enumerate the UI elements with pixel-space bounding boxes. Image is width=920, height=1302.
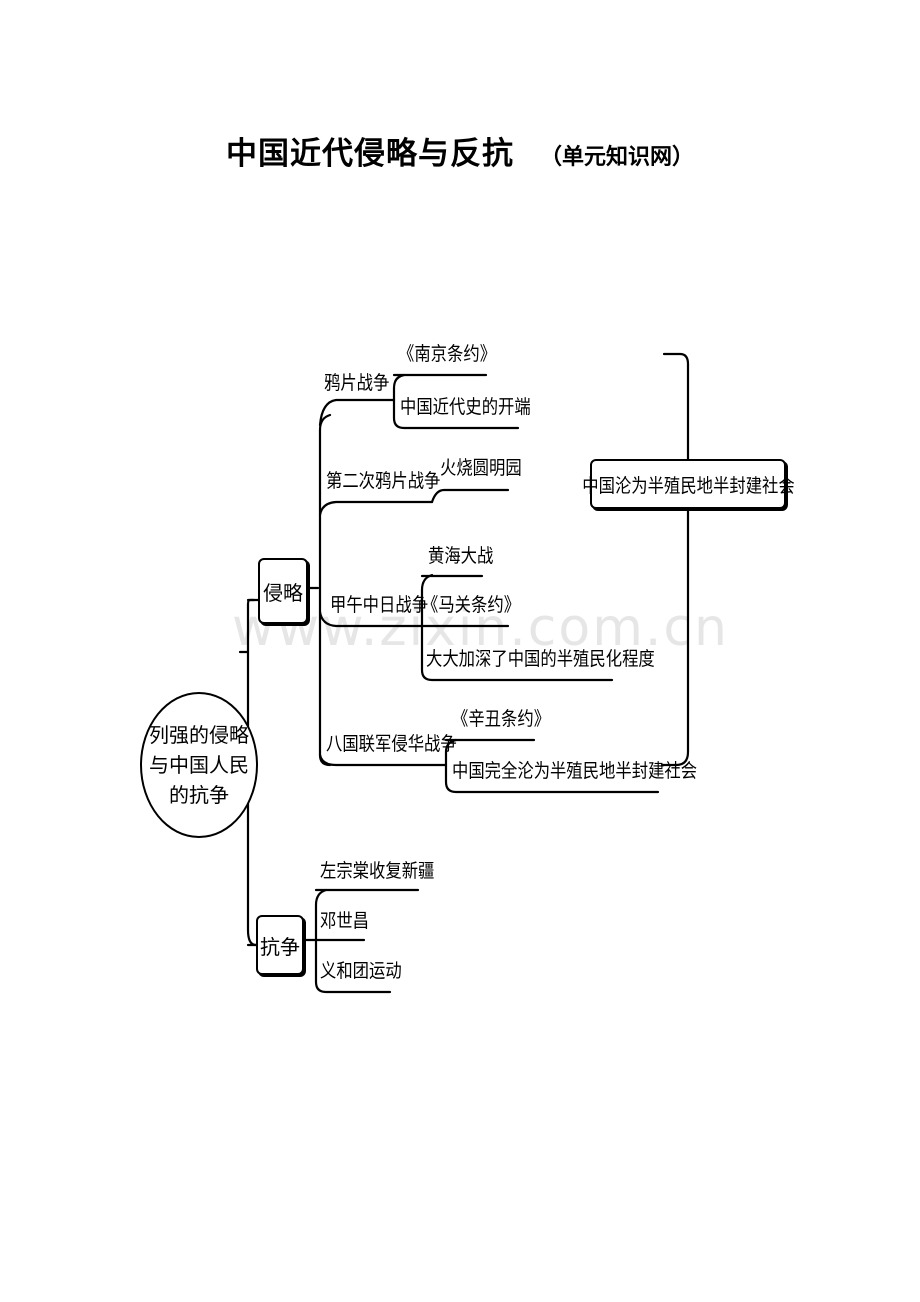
resist-item-1: 邓世昌 — [320, 910, 370, 932]
link-sino-japanese — [318, 610, 420, 628]
conclusion-label: 中国沦为半殖民地半封建社会 — [581, 474, 795, 497]
sino-item-2: 大大加深了中国的半殖民化程度 — [426, 648, 655, 670]
opium-item-significance: 中国近代史的开端 — [400, 396, 531, 418]
resistance-node: 抗争 — [256, 915, 304, 975]
resist-item-2: 义和团运动 — [320, 960, 402, 982]
underline-second-opium — [430, 488, 510, 504]
opium-item-treaty: 《南京条约》 — [398, 343, 497, 365]
root-node: 列强的侵略与中国人民的抗争 — [140, 692, 258, 838]
second-opium-item-0: 火烧圆明园 — [440, 457, 522, 479]
sino-item-1: 《马关条约》 — [422, 594, 521, 616]
war-sino-japanese: 甲午中日战争 — [330, 594, 429, 616]
watermark: www.zixin.com.cn — [232, 598, 729, 658]
page-title: 中国近代侵略与反抗 （单元知识网） — [0, 128, 920, 173]
title-main: 中国近代侵略与反抗 — [225, 136, 514, 172]
link-opium — [318, 398, 390, 427]
invasion-label: 侵略 — [263, 580, 303, 605]
root-label: 列强的侵略与中国人民的抗争 — [149, 723, 249, 807]
conclusion-bracket — [660, 352, 690, 767]
link-second-opium — [318, 500, 434, 517]
invasion-spine — [318, 413, 332, 767]
resist-item-0: 左宗棠收复新疆 — [320, 860, 435, 882]
war-eight-nation: 八国联军侵华战争 — [326, 733, 457, 755]
resistance-bracket — [314, 888, 392, 994]
resistance-label: 抗争 — [260, 934, 300, 959]
war-opium: 鸦片战争 — [324, 372, 390, 394]
conclusion-node: 中国沦为半殖民地半封建社会 — [582, 459, 794, 509]
bracket-sino-japanese — [420, 573, 614, 682]
bracket-eight-nation — [444, 738, 660, 794]
sino-item-0: 黄海大战 — [428, 545, 494, 567]
eight-item-0: 《辛丑条约》 — [452, 708, 551, 730]
war-second-opium: 第二次鸦片战争 — [326, 470, 441, 492]
link-eight-nation — [318, 753, 448, 767]
invasion-node: 侵略 — [258, 558, 308, 624]
eight-item-1: 中国完全沦为半殖民地半封建社会 — [452, 760, 698, 782]
title-subtitle: （单元知识网） — [539, 145, 694, 170]
bracket-opium — [392, 373, 520, 430]
